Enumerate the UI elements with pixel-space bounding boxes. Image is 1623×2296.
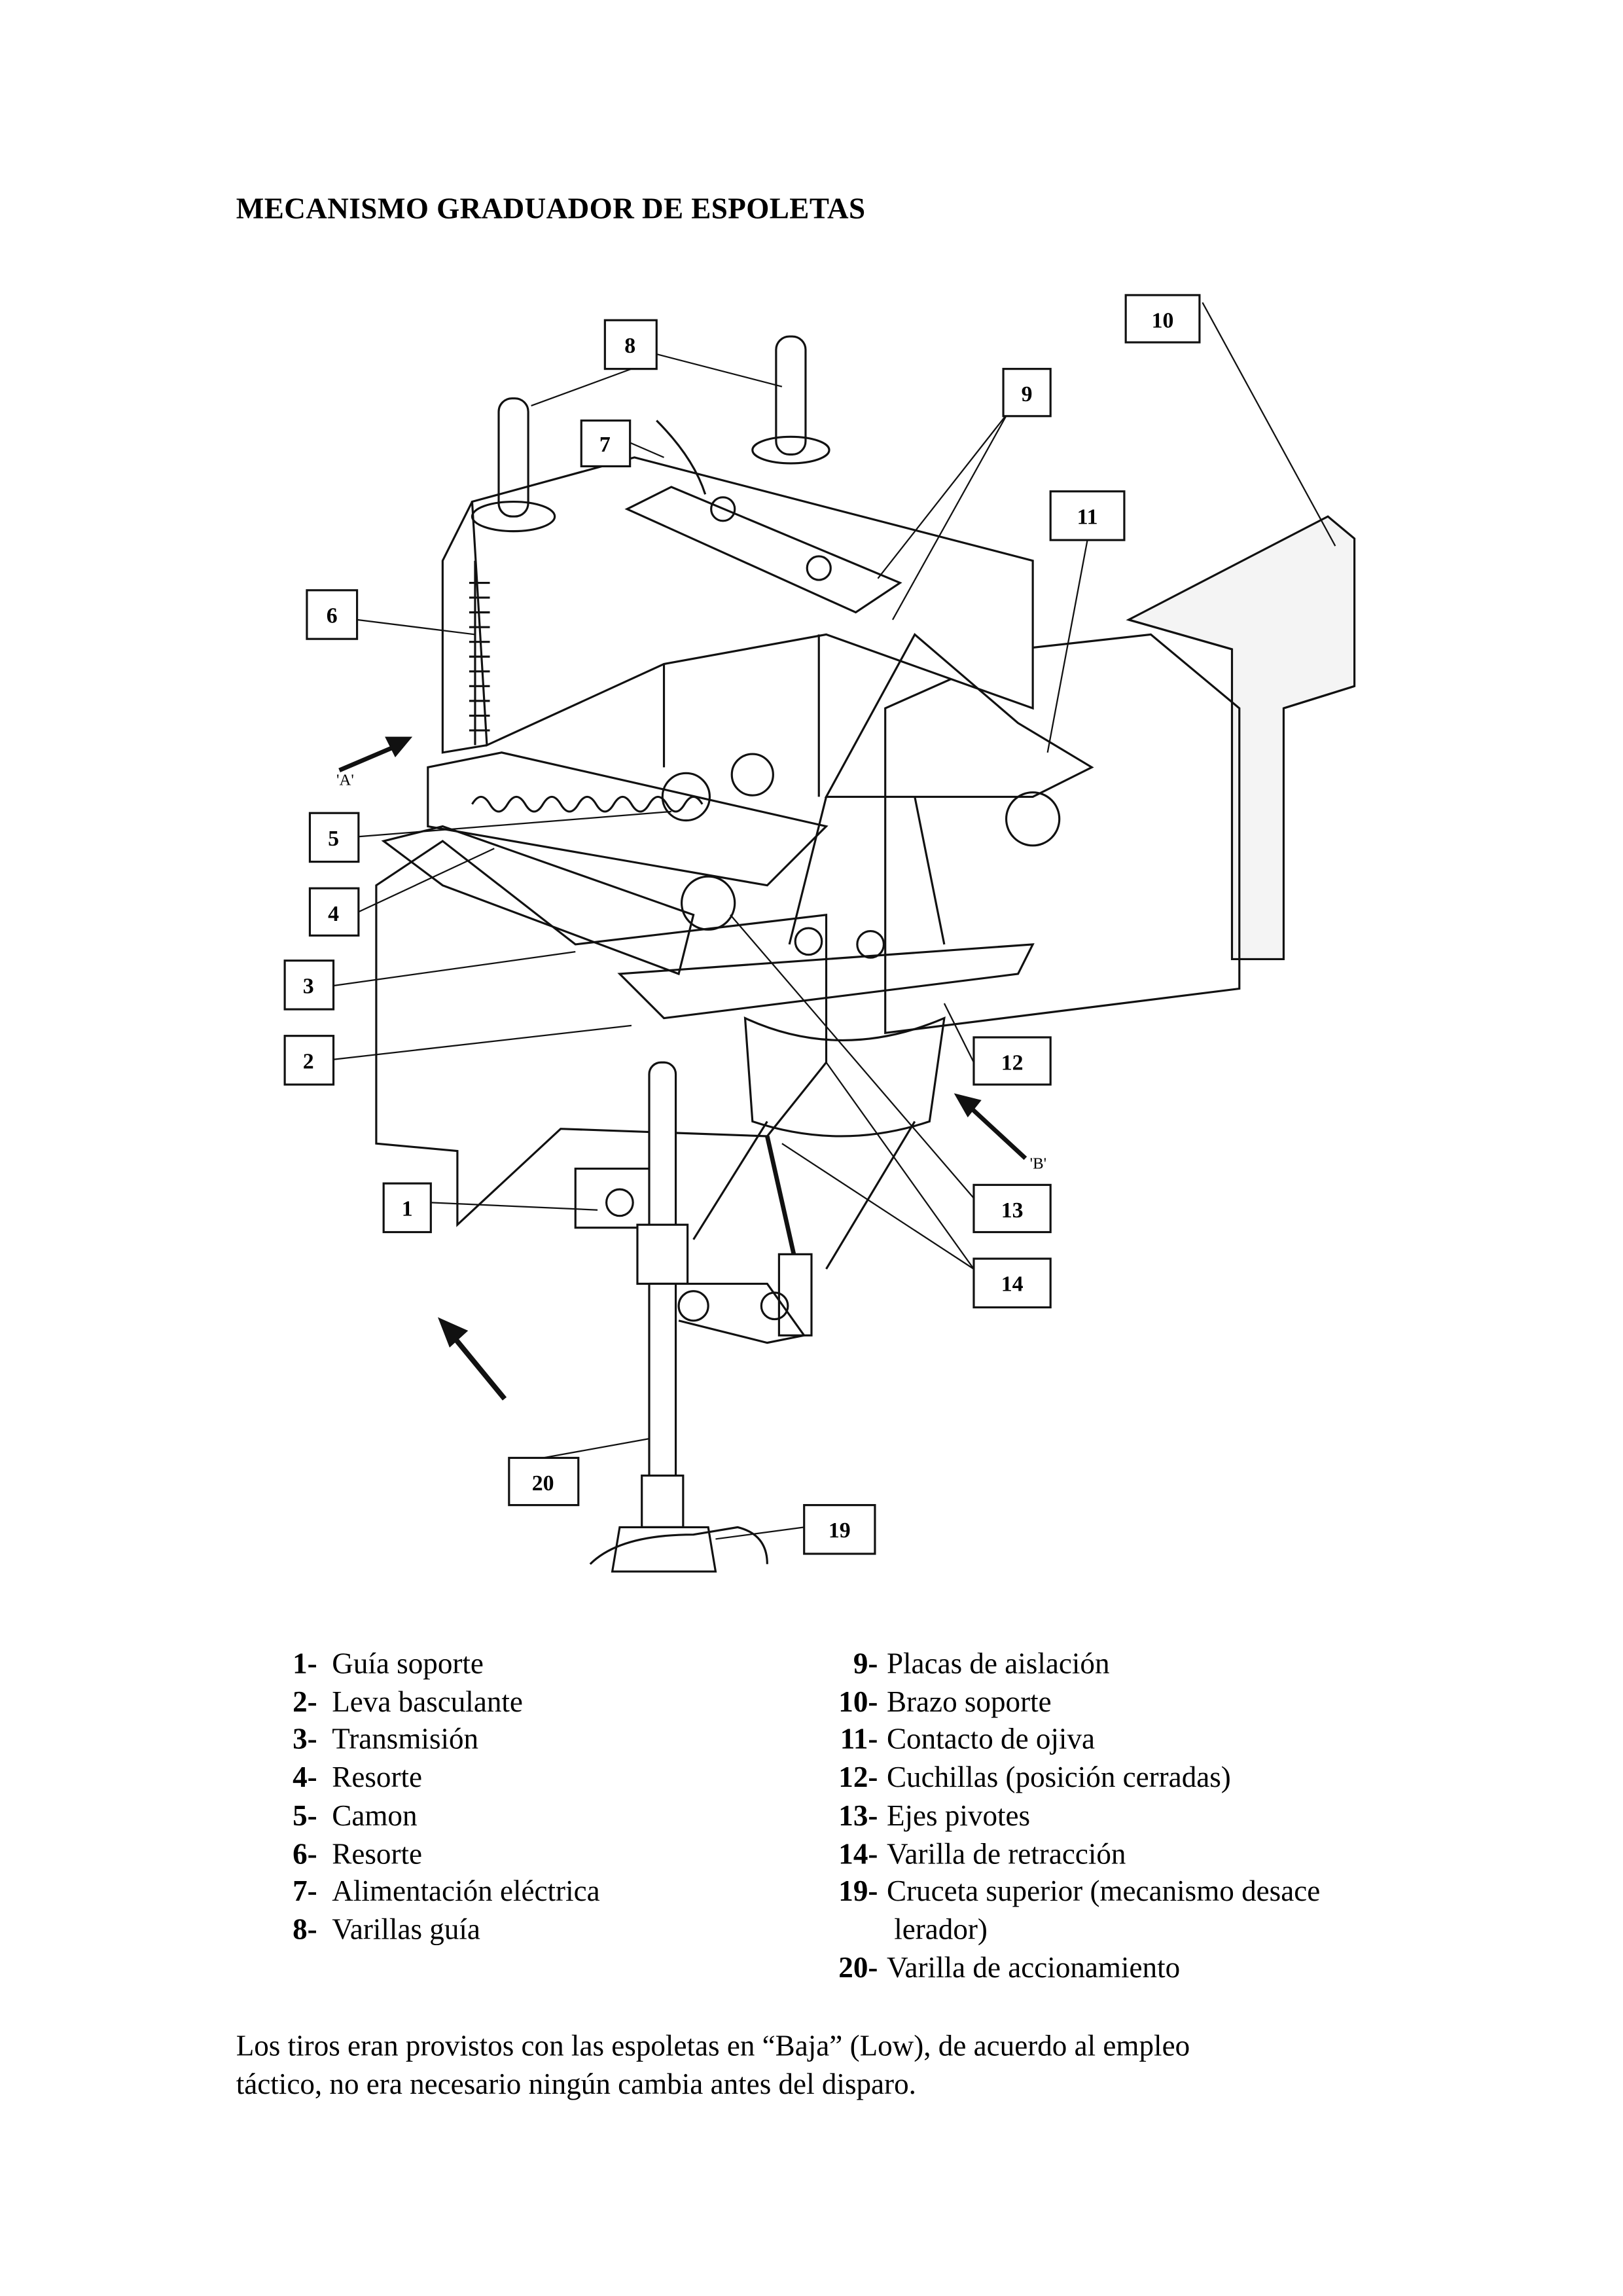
legend-item: 14-Varilla de retracción <box>838 1838 1126 1871</box>
legend-item: 20-Varilla de accionamiento <box>838 1951 1181 1984</box>
view-label-b: 'B' <box>1030 1155 1046 1173</box>
callout-13: 13 <box>972 1183 1052 1234</box>
mechanism-drawing <box>338 335 1356 1573</box>
legend-right: 9-Placas de aislación 10-Brazo soporte 1… <box>804 1647 1321 1988</box>
callout-4: 4 <box>308 887 360 937</box>
callout-2: 2 <box>283 1035 335 1086</box>
callout-labels: 1 2 3 4 5 6 7 8 9 10 11 12 13 14 19 20 '… <box>283 294 1201 1555</box>
callout-8: 8 <box>603 319 658 370</box>
svg-text:19: 19 <box>829 1518 851 1543</box>
callout-19: 19 <box>803 1504 876 1555</box>
svg-text:5: 5 <box>328 827 339 851</box>
svg-text:11: 11 <box>1077 505 1098 529</box>
svg-text:4: 4 <box>328 902 339 926</box>
legend-item: 7-Alimentación eléctrica <box>293 1875 600 1909</box>
legend-item: 8-Varillas guía <box>293 1913 480 1946</box>
legend-item: 13-Ejes pivotes <box>838 1800 1031 1833</box>
svg-text:1: 1 <box>402 1197 413 1221</box>
legend-item: 3-Transmisión <box>293 1724 479 1757</box>
legend-item-continuation: lerador) <box>894 1913 988 1946</box>
legend-item: 11-Contacto de ojiva <box>840 1724 1096 1757</box>
callout-14: 14 <box>972 1257 1052 1309</box>
callout-7: 7 <box>580 419 632 468</box>
callout-11: 11 <box>1049 490 1126 541</box>
legend-item: 4-Resorte <box>293 1762 422 1795</box>
callout-1: 1 <box>382 1182 432 1234</box>
svg-text:8: 8 <box>624 334 635 358</box>
svg-text:13: 13 <box>1001 1198 1024 1223</box>
legend-item: 1-Guía soporte <box>293 1648 484 1681</box>
callout-10: 10 <box>1124 294 1201 344</box>
svg-text:12: 12 <box>1001 1051 1024 1075</box>
legend-item: 19-Cruceta superior (mecanismo desace <box>838 1875 1321 1909</box>
legend-left: 1-Guía soporte 2-Leva basculante 3-Trans… <box>251 1647 599 1950</box>
legend-item: 6-Resorte <box>293 1838 422 1871</box>
callout-9: 9 <box>1002 368 1052 418</box>
legend-item: 12-Cuchillas (posición cerradas) <box>838 1762 1231 1795</box>
svg-text:2: 2 <box>303 1049 314 1073</box>
legend-item: 10-Brazo soporte <box>838 1686 1052 1719</box>
svg-text:20: 20 <box>532 1471 554 1496</box>
svg-text:7: 7 <box>599 433 611 457</box>
callout-3: 3 <box>283 960 335 1011</box>
legend-item: 2-Leva basculante <box>293 1686 523 1719</box>
callout-20: 20 <box>508 1456 580 1507</box>
callout-5: 5 <box>308 812 360 863</box>
page-title: MECANISMO GRADUADOR DE ESPOLETAS <box>236 193 866 226</box>
body-paragraph: Los tiros eran provistos con las espolet… <box>236 2030 1190 2102</box>
view-label-a: 'A' <box>336 771 354 789</box>
callout-6: 6 <box>306 589 359 640</box>
leader-lines <box>333 302 1336 1540</box>
svg-text:9: 9 <box>1022 382 1033 406</box>
mechanism-diagram: 1 2 3 4 5 6 7 8 9 10 11 12 13 14 19 20 '… <box>283 294 1356 1573</box>
callout-12: 12 <box>972 1036 1052 1086</box>
legend-item: 5-Camon <box>293 1800 418 1833</box>
svg-text:14: 14 <box>1001 1272 1024 1297</box>
svg-text:6: 6 <box>327 603 338 628</box>
svg-text:3: 3 <box>303 974 314 998</box>
legend-item: 9-Placas de aislación <box>853 1648 1110 1681</box>
svg-text:10: 10 <box>1152 308 1174 332</box>
